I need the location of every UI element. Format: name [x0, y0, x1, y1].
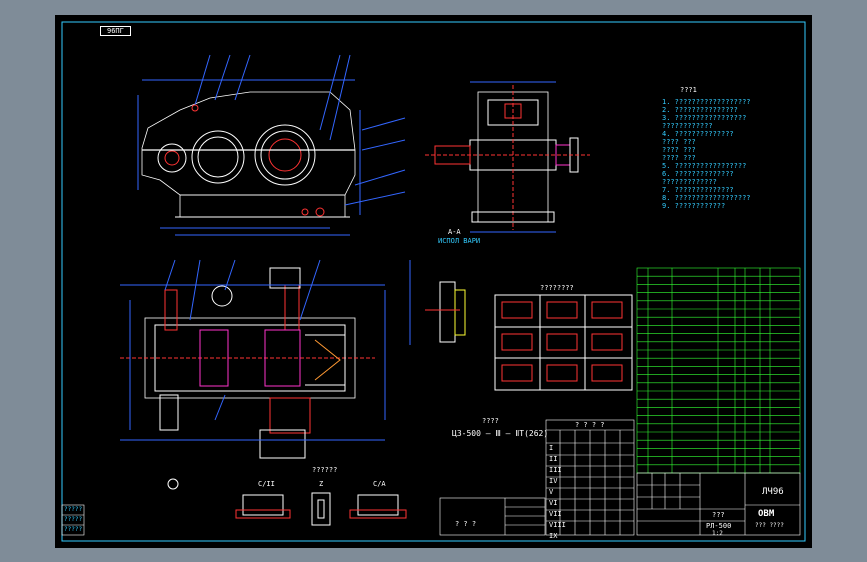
note-line: ???? ??? — [662, 154, 696, 162]
stage-row-label: III — [549, 466, 562, 474]
note-line: 6. ?????????????? — [662, 170, 734, 178]
variants-grid — [494, 294, 633, 391]
small-table-cell: ????? — [64, 526, 83, 533]
company-sub: ??? ???? — [755, 522, 784, 529]
note-line: 9. ???????????? — [662, 202, 726, 210]
section-name: Z — [319, 480, 324, 488]
model-heading: ???? — [482, 417, 499, 425]
note-line: 3. ????????????????? — [662, 114, 747, 122]
front-view — [137, 54, 406, 236]
note-line: ???????????? — [662, 122, 713, 130]
stage-table — [545, 419, 635, 536]
stage-row-label: VIII — [549, 521, 566, 529]
stage-row-label: V — [549, 488, 554, 496]
note-line: 8. ?????????????????? — [662, 194, 751, 202]
sections-heading: ?????? — [312, 466, 338, 474]
note-line: ???? ??? — [662, 138, 696, 146]
section-views — [235, 492, 407, 526]
stage-table-heading: ? ? ? ? — [575, 421, 605, 429]
technical-notes: 1. ?????????????????? 2. ???????????????… — [662, 98, 751, 210]
section-aa-label: A-A — [448, 228, 461, 236]
stage-row-label: II — [549, 455, 558, 463]
title-scale: 1:2 — [712, 530, 723, 537]
stage-table-rows: I II III IV V VI VII VIII IX — [549, 444, 566, 543]
title-name: ??? — [712, 511, 725, 519]
left-small-table: ????? ????? ????? — [64, 506, 82, 536]
drawing-title-tag: 96ПГ — [100, 26, 131, 36]
small-table-cell: ????? — [64, 516, 83, 523]
note-line: ????????????? — [662, 178, 717, 186]
note-line: 7. ?????????????? — [662, 186, 734, 194]
param-table-label: ? ? ? — [455, 520, 477, 528]
side-view — [425, 81, 590, 233]
detail-view — [409, 260, 466, 345]
note-line: 5. ????????????????? — [662, 162, 747, 170]
stage-row-label: VII — [549, 510, 562, 518]
small-table-cell: ????? — [64, 506, 83, 513]
variants-heading: ???????? — [540, 284, 574, 292]
parts-list — [636, 267, 801, 474]
notes-heading: ???1 — [680, 86, 697, 94]
title-drawing-number: РЛ-500 — [706, 522, 732, 530]
plan-view — [120, 259, 386, 490]
section-name: C/A — [373, 480, 386, 488]
model-code: ЦЗ-500 – Ⅲ – ⅡТ(262) — [452, 429, 549, 438]
company-logo: ОВМ — [758, 509, 775, 519]
param-table — [61, 497, 546, 536]
drawing-sheet — [55, 15, 812, 548]
section-caption: ИСПОЛ ВАРИ — [438, 237, 481, 245]
stage-row-label: IX — [549, 532, 558, 540]
note-line: 1. ?????????????????? — [662, 98, 751, 106]
stage-row-label: I — [549, 444, 554, 452]
note-line: 2. ??????????????? — [662, 106, 738, 114]
note-line: 4. ?????????????? — [662, 130, 734, 138]
stage-row-label: IV — [549, 477, 558, 485]
title-material: ЛЧ96 — [762, 487, 784, 497]
section-name: C/II — [258, 480, 275, 488]
stage-row-label: VI — [549, 499, 558, 507]
note-line: ???? ??? — [662, 146, 696, 154]
title-block — [636, 472, 801, 536]
drawing-border — [61, 21, 806, 542]
